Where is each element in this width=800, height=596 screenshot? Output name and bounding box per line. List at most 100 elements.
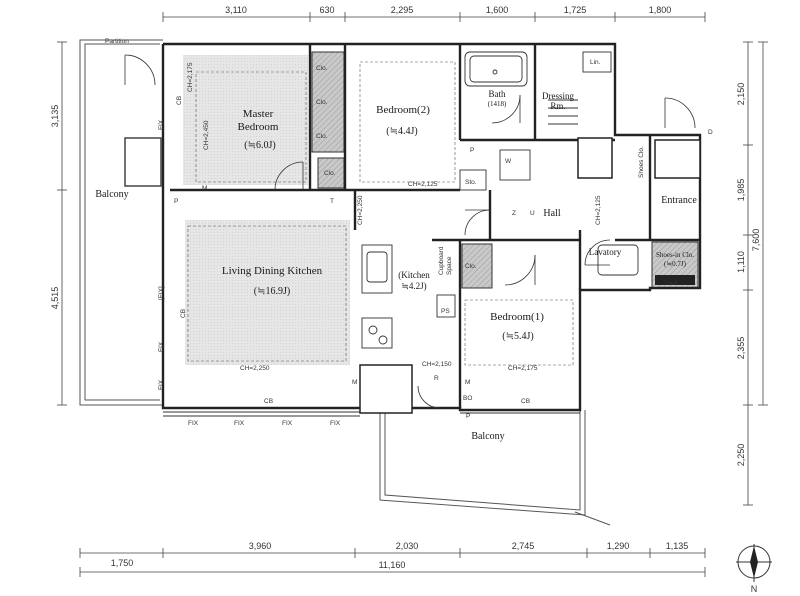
bath-label: Bath bbox=[489, 89, 506, 99]
dim-bottom-2: 3,960 bbox=[249, 541, 272, 551]
dim-right-5: 2,250 bbox=[736, 444, 746, 467]
bedroom-2-area: (≒4.4J) bbox=[386, 126, 417, 137]
p-label-3: P bbox=[466, 413, 470, 420]
m-marker-1: M bbox=[202, 185, 207, 192]
dim-right-2: 1,985 bbox=[736, 179, 746, 202]
dim-left-2: 4,515 bbox=[50, 287, 60, 310]
dimension-labels: 3,110 630 2,295 1,600 1,725 1,800 1,750 … bbox=[50, 5, 761, 570]
fix-paren-label: [FIX] bbox=[158, 286, 165, 300]
wall-blocks bbox=[359, 137, 701, 414]
fix-label-2: FIX bbox=[234, 420, 245, 427]
u-marker: U bbox=[530, 210, 535, 217]
ceiling-lines bbox=[187, 61, 574, 366]
doors bbox=[124, 54, 696, 409]
windows bbox=[163, 411, 580, 417]
closet-label-1: Clo. bbox=[316, 65, 328, 72]
p-label-1: P bbox=[470, 147, 474, 154]
fix-label-1: FIX bbox=[188, 420, 199, 427]
ceiling-height-6: CH=2,150 bbox=[422, 361, 452, 368]
t-marker: T bbox=[330, 198, 334, 205]
dim-top-2: 630 bbox=[319, 5, 334, 15]
closet-label-3: Clo. bbox=[316, 133, 328, 140]
shoes-in-closet-area: (≒0.7J) bbox=[664, 260, 687, 268]
fix-label-3: FIX bbox=[282, 420, 293, 427]
ceiling-height-7: CH=2,175 bbox=[508, 365, 538, 372]
bo-label: BO bbox=[463, 395, 472, 402]
small-labels: Partition Clo. Clo. Clo. Clo. Clo. Lin. … bbox=[105, 38, 713, 427]
dim-top-5: 1,725 bbox=[564, 5, 587, 15]
north-compass: N bbox=[736, 544, 772, 594]
cb-label-1: CB bbox=[264, 398, 273, 405]
washer-label: W bbox=[505, 158, 512, 165]
north-arrow-icon bbox=[750, 546, 758, 578]
cb-label-2: CB bbox=[521, 398, 530, 405]
closet-label-5: Clo. bbox=[465, 263, 477, 270]
linen-label: Lin. bbox=[590, 59, 601, 66]
kitchen-area: ≒4.2J) bbox=[401, 281, 426, 291]
dim-bottom-1: 1,750 bbox=[111, 558, 134, 568]
dressing-room-label: Dressing bbox=[542, 91, 574, 101]
bedroom-1-label: Bedroom(1) bbox=[490, 311, 544, 323]
master-bedroom-label: Master bbox=[243, 108, 274, 120]
d-marker: D bbox=[708, 129, 713, 136]
dim-right-4: 2,355 bbox=[736, 337, 746, 360]
z-marker: Z bbox=[512, 210, 516, 217]
shoes-closet-label: Shoes Clo. bbox=[638, 146, 645, 178]
closet-label-4: Clo. bbox=[324, 170, 336, 177]
shelf-label: Shelf bbox=[663, 280, 678, 287]
m-marker-2: M bbox=[352, 379, 357, 386]
north-label: N bbox=[751, 584, 758, 594]
lavatory-label: Lavatory bbox=[589, 247, 622, 257]
ceiling-height-1: CH=2,175 bbox=[187, 62, 194, 92]
fix-label-4: FIX bbox=[330, 420, 341, 427]
ceiling-height-3: CH=2,125 bbox=[408, 181, 438, 188]
hall-label: Hall bbox=[543, 208, 560, 219]
closets bbox=[311, 51, 699, 289]
dim-bottom-3: 2,030 bbox=[396, 541, 419, 551]
ldk-area: (≒16.9J) bbox=[254, 286, 290, 297]
storage-label: Sto. bbox=[465, 179, 477, 186]
m-marker-3: M bbox=[465, 379, 470, 386]
ps-label: PS bbox=[441, 308, 450, 315]
bath-size: (1418) bbox=[488, 100, 507, 108]
closet-label-2: Clo. bbox=[316, 99, 328, 106]
p-label-2: P bbox=[174, 198, 178, 205]
kitchen-label: (Kitchen bbox=[398, 270, 430, 280]
dim-right-3: 1,110 bbox=[736, 251, 746, 273]
walls bbox=[161, 42, 702, 412]
fix-label-6: FIX bbox=[158, 341, 165, 352]
r-label: R bbox=[434, 375, 439, 382]
dim-top-6: 1,800 bbox=[649, 5, 672, 15]
dim-bottom-4: 2,745 bbox=[512, 541, 535, 551]
balcony-left-label: Balcony bbox=[95, 189, 128, 200]
dim-left-1: 3,135 bbox=[50, 105, 60, 128]
ceiling-height-5: CH=2,250 bbox=[240, 365, 270, 372]
fix-label-5: FIX bbox=[158, 119, 165, 130]
dim-right-total: 7,600 bbox=[751, 229, 761, 252]
bedroom-1-area: (≒5.4J) bbox=[502, 331, 533, 342]
master-bedroom-area: (≒6.0J) bbox=[244, 140, 275, 151]
dim-top-3: 2,295 bbox=[391, 5, 414, 15]
fixtures bbox=[361, 51, 639, 349]
ceiling-height-4: CH=2,250 bbox=[357, 195, 364, 225]
dressing-room-label-2: Rm. bbox=[550, 101, 565, 111]
partition-label: Partition bbox=[105, 38, 129, 45]
ceiling-height-2: CH=2,450 bbox=[203, 120, 210, 150]
balcony-pillar bbox=[124, 137, 162, 187]
dim-bottom-5: 1,290 bbox=[607, 541, 630, 551]
dim-bottom-6: 1,135 bbox=[666, 541, 689, 551]
ceiling-height-8: CH=2,125 bbox=[595, 195, 602, 225]
dim-top-4: 1,600 bbox=[486, 5, 509, 15]
bedroom-2-label: Bedroom(2) bbox=[376, 104, 430, 116]
dim-right-1: 2,150 bbox=[736, 83, 746, 106]
room-labels: Master Bedroom (≒6.0J) Bedroom(2) (≒4.4J… bbox=[95, 89, 697, 442]
dimension-lines bbox=[57, 12, 768, 577]
cupboard-label: Cupboard bbox=[438, 246, 445, 275]
balcony-bottom-label: Balcony bbox=[471, 431, 504, 442]
entrance-label: Entrance bbox=[661, 195, 697, 206]
ldk-label: Living Dining Kitchen bbox=[222, 265, 323, 277]
master-bedroom-label-2: Bedroom bbox=[238, 121, 279, 133]
shoes-in-closet-label: Shoes-in Clo. bbox=[656, 251, 694, 259]
balcony-structures bbox=[79, 39, 611, 526]
